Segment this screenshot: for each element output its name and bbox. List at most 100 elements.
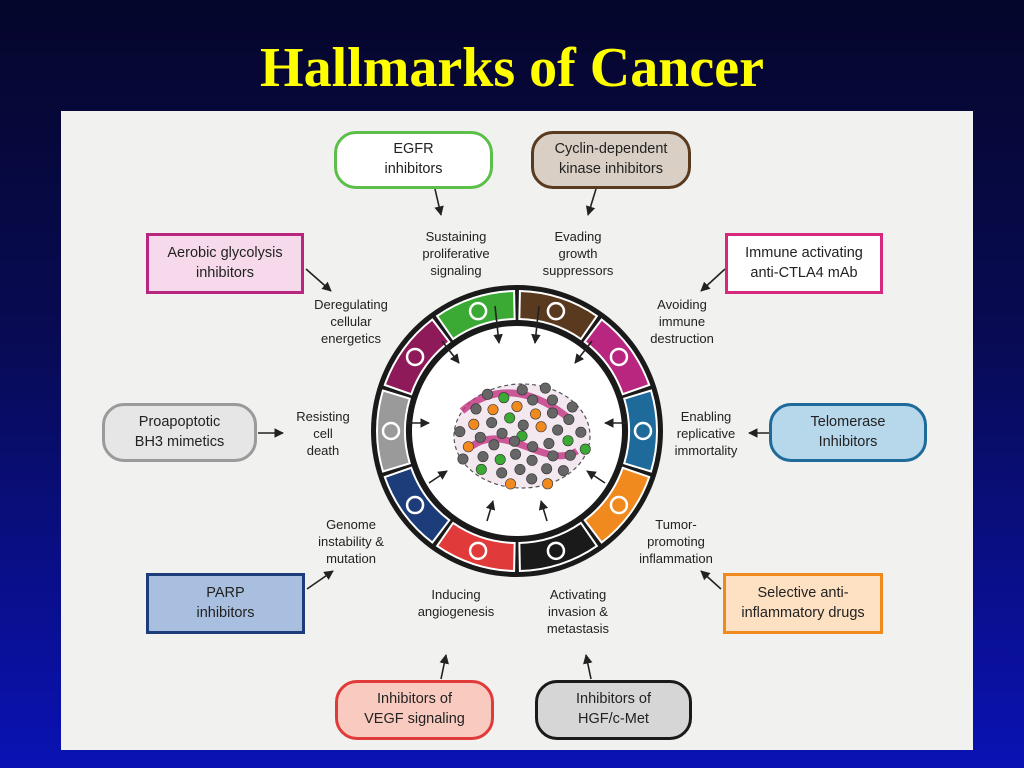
arrows <box>258 188 769 680</box>
hallmarks-wheel-svg <box>258 188 769 680</box>
tumor-cell <box>509 435 521 447</box>
tumor-cell <box>579 443 591 455</box>
segment-cellular-energetics <box>383 318 451 396</box>
tumor-cell <box>527 394 539 406</box>
tumor-cell <box>504 412 516 424</box>
tumor-cell <box>552 424 564 436</box>
tumor-cell <box>510 448 522 460</box>
anti-inflammatory-box: Selective anti- inflammatory drugs <box>723 573 883 634</box>
label-celldeath: Resisting cell death <box>296 409 350 458</box>
segment-invasion-metastasis <box>518 521 599 572</box>
segment-avoiding-immune-icon <box>609 347 629 367</box>
tumor-cell <box>516 384 528 396</box>
label-proliferative: Sustaining proliferative signaling <box>422 229 490 278</box>
arrow-inward-7 <box>586 470 606 484</box>
label-energetics: Deregulating cellular energetics <box>314 297 388 346</box>
segment-genome-instability <box>383 466 451 544</box>
segment-tumor-inflammation <box>583 466 651 544</box>
label-genome: Genome instability & mutation <box>318 517 384 566</box>
label-growth: Evading growth suppressors <box>542 229 614 278</box>
arrow-inward-6 <box>428 470 448 484</box>
tumor-cell <box>546 394 558 406</box>
slide-title: Hallmarks of Cancer <box>260 37 764 99</box>
tumor-cell <box>454 426 466 438</box>
segment-evading-growth <box>518 290 599 341</box>
tumor-cell <box>539 382 551 394</box>
label-inflammation: Tumor- promoting inflammation <box>639 517 713 566</box>
segment-tumor-inflammation-icon <box>609 495 629 515</box>
arrow-inward-2 <box>441 340 460 364</box>
arrow-inward-8 <box>485 500 496 522</box>
arrow-inward-9 <box>538 500 549 522</box>
segment-cellular-energetics-icon <box>405 347 425 367</box>
tumor-cell <box>474 431 486 443</box>
tumor-cell <box>496 427 508 439</box>
tumor-cell <box>547 450 559 462</box>
arrow-cdk <box>585 188 597 216</box>
tumor-cell <box>468 418 480 430</box>
tumor-cell <box>494 454 506 466</box>
segment-evading-growth-icon <box>546 301 566 321</box>
hallmarks-wheel <box>371 285 663 577</box>
segment-avoiding-immune <box>583 318 651 396</box>
segment-resisting-death <box>376 389 412 473</box>
tumor-cell <box>516 430 528 442</box>
tumor-cell <box>563 414 575 426</box>
tumor-cell <box>564 449 576 461</box>
tumor-cell <box>530 408 542 420</box>
tumor-cell <box>562 435 574 447</box>
segment-proliferative-signaling <box>435 290 516 341</box>
tumor-cell <box>462 441 474 453</box>
segment-replicative-immortality <box>622 389 658 473</box>
arrow-vegf <box>439 654 449 680</box>
tumor-cell <box>526 454 538 466</box>
arrow-parp <box>306 570 334 590</box>
tumor-cell <box>481 388 493 400</box>
diagram-panel: EGFR inhibitors Cyclin-dependent kinase … <box>61 111 973 750</box>
segment-angiogenesis-icon <box>468 541 488 561</box>
tumor-cell <box>470 403 482 415</box>
egfr-inhibitors-box: EGFR inhibitors <box>334 131 493 189</box>
arrow-hgf <box>583 654 593 680</box>
segment-resisting-death-icon <box>381 421 401 441</box>
arrow-inward-0 <box>493 305 503 344</box>
tumor-cell <box>457 453 469 465</box>
hgf-inhibitors-box: Inhibitors of HGF/c-Met <box>535 680 692 740</box>
tumor-cell <box>526 473 538 485</box>
tumor-cell <box>511 400 523 412</box>
tumor-cell <box>486 417 498 429</box>
tumor-cell <box>514 464 526 476</box>
tumor-cell <box>477 451 489 463</box>
telomerase-box: Telomerase Inhibitors <box>769 403 927 462</box>
blood-vessel-1 <box>459 389 575 424</box>
aerobic-glycolysis-box: Aerobic glycolysis inhibitors <box>146 233 304 294</box>
tumor-cell <box>498 392 510 404</box>
tumor-cell <box>505 478 517 490</box>
arrow-inward-1 <box>531 305 541 344</box>
tumor-cell <box>575 426 587 438</box>
tumor-cell <box>543 437 555 449</box>
tumor-cell <box>488 439 500 451</box>
immune-activating-box: Immune activating anti-CTLA4 mAb <box>725 233 883 294</box>
tumor-cell <box>541 463 553 475</box>
tumor-cell <box>535 421 547 433</box>
tumor-cell <box>496 467 508 479</box>
label-immune: Avoiding immune destruction <box>650 297 714 346</box>
parp-inhibitors-box: PARP inhibitors <box>146 573 305 634</box>
label-angiogenesis: Inducing angiogenesis <box>417 587 495 619</box>
tumor-cell <box>546 407 558 419</box>
tumor-cell <box>557 465 569 477</box>
tumor-cell <box>517 419 529 431</box>
tumor-cell <box>527 441 539 453</box>
proapoptotic-box: Proapoptotic BH3 mimetics <box>102 403 257 462</box>
cdk-inhibitors-box: Cyclin-dependent kinase inhibitors <box>531 131 691 189</box>
tumor-cell <box>566 401 578 413</box>
tumor-cell <box>475 463 487 475</box>
arrow-aerobic <box>305 268 332 292</box>
segment-genome-instability-icon <box>405 495 425 515</box>
label-invasion: Activating invasion & metastasis <box>546 587 610 636</box>
tumor-cell <box>487 404 499 416</box>
arrow-inward-3 <box>574 340 593 364</box>
arrow-immune <box>700 268 726 292</box>
segment-proliferative-signaling-icon <box>468 301 488 321</box>
